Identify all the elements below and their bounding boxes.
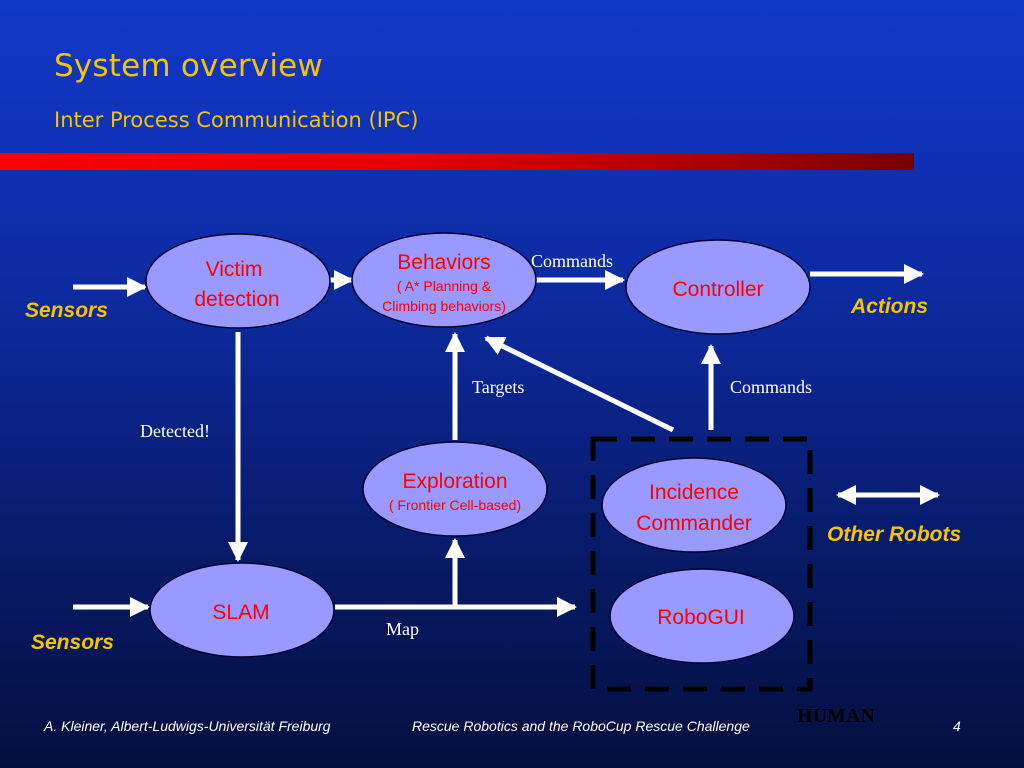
incidence-label-line1: Incidence [649,481,739,504]
incidence-label-line2: Commander [636,512,752,535]
node-controller [625,239,811,335]
robogui-label: RoboGUI [657,606,745,629]
node-slam [149,562,335,658]
node-victim-detection [145,233,331,329]
actions-label: Actions [850,295,928,318]
node-behaviors [351,232,537,328]
other-robots-label: Other Robots [827,523,961,546]
sensors-top-label: Sensors [25,299,108,322]
controller-label: Controller [672,278,763,301]
sensors-bottom-label: Sensors [31,631,114,654]
slide-subtitle: Inter Process Communication (IPC) [54,108,419,132]
node-exploration [362,441,548,537]
targets-label: Targets [472,377,524,397]
footer-talk-title: Rescue Robotics and the RoboCup Rescue C… [412,718,750,734]
arrow-incidence-to-behaviors [484,335,675,433]
slam-label: SLAM [212,601,269,624]
commands-right-label: Commands [730,377,812,397]
slide-title: System overview [54,48,323,84]
commands-top-label: Commands [531,251,613,271]
exploration-sublabel: ( Frontier Cell-based) [389,497,521,513]
node-robogui [609,568,795,664]
exploration-label: Exploration [402,470,507,493]
human-label: HUMAN [797,705,875,727]
footer-page-number: 4 [953,718,961,734]
human-group-box [590,436,813,692]
behaviors-label: Behaviors [397,251,490,274]
behaviors-sublabel-line1: ( A* Planning & [397,278,492,294]
detected-label: Detected! [140,421,210,441]
victim-label-line1: Victim [206,258,263,281]
title-divider-bar [0,153,914,170]
behaviors-sublabel-line2: Climbing behaviors) [382,298,506,314]
map-label: Map [386,619,419,639]
node-incidence-commander [601,457,787,553]
footer-author: A. Kleiner, Albert-Ludwigs-Universität F… [44,718,331,734]
victim-label-line2: detection [194,288,279,311]
